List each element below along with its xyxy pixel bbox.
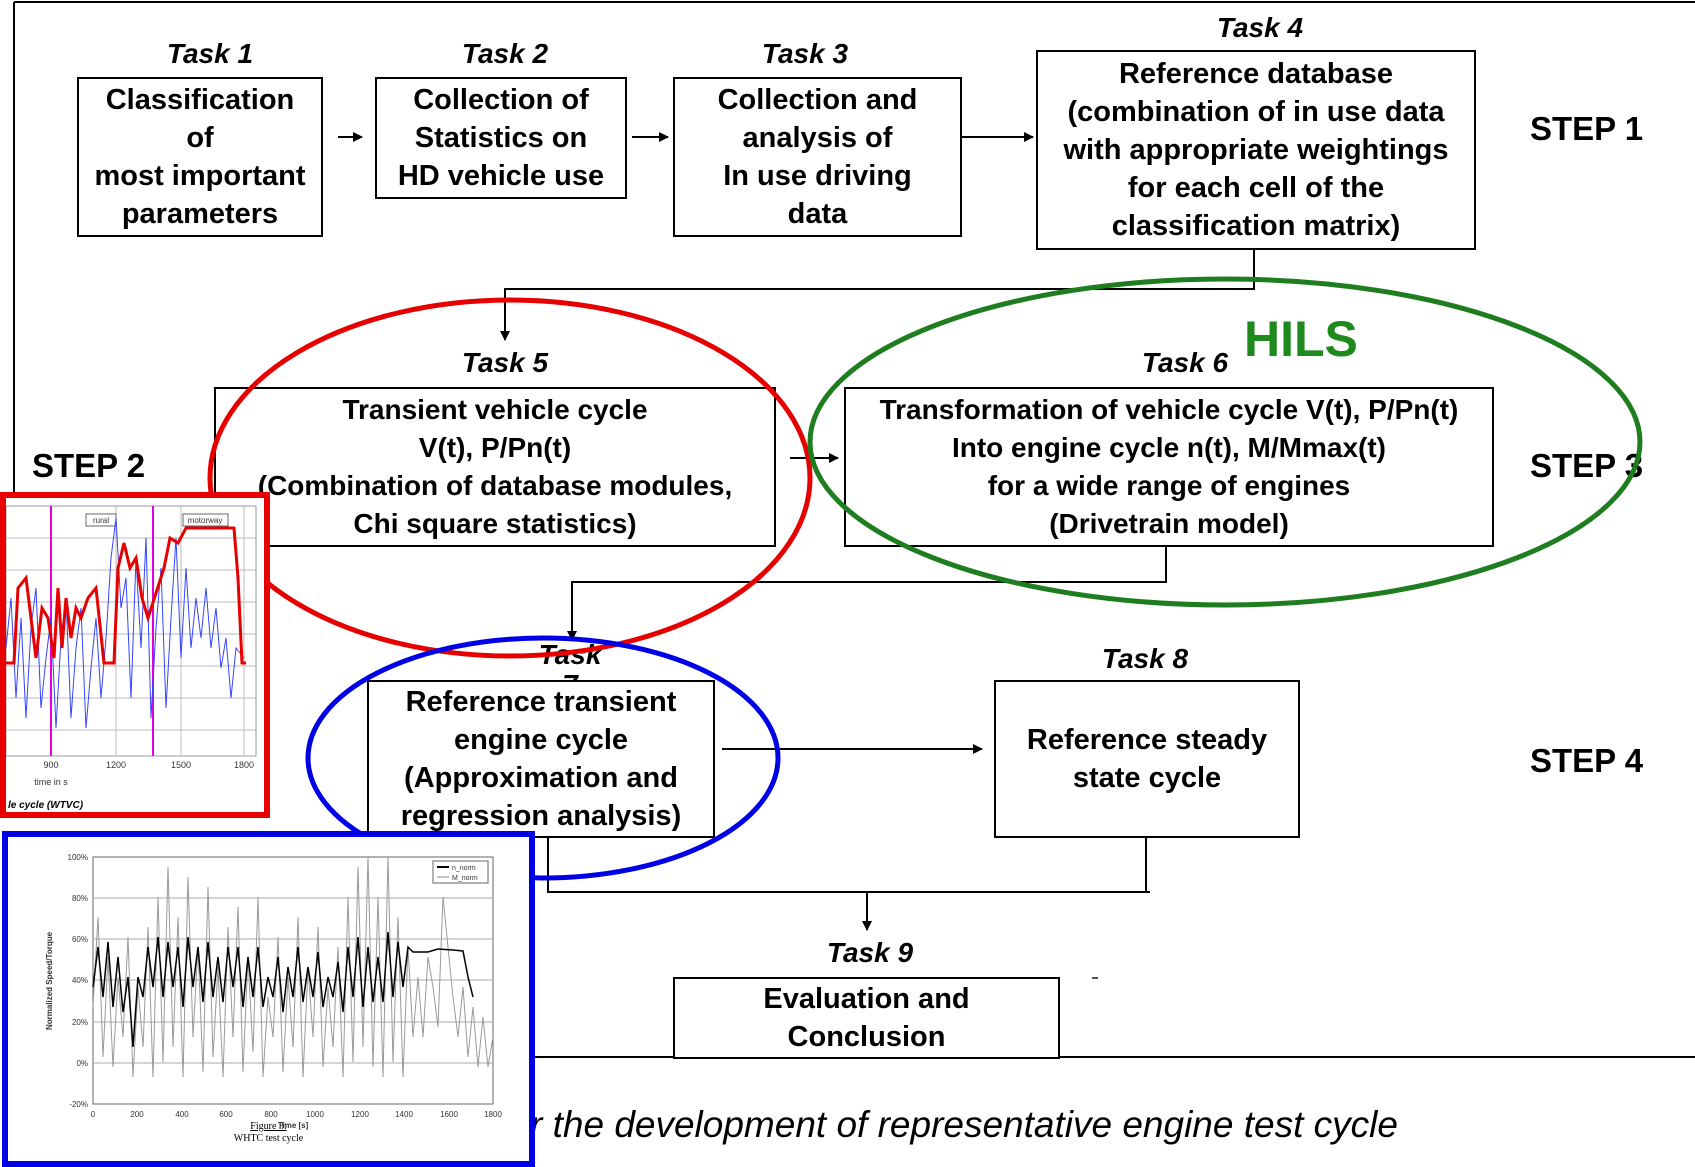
whtc-x-tick: 1200: [351, 1110, 369, 1119]
task2-label: Task 2: [461, 38, 549, 69]
whtc-y-label: Normalized Speed/Torque: [45, 931, 54, 1030]
whtc-y-tick: 60%: [72, 935, 88, 944]
step2-label: STEP 2: [32, 447, 146, 484]
whtc-x-tick: 0: [91, 1110, 96, 1119]
wtvc-chart: rural motorway 900 1200 1500 1800 time i…: [6, 505, 257, 811]
figure-caption: r the development of representative engi…: [530, 1104, 1398, 1145]
arrow-t4-t5: [500, 250, 1255, 341]
whtc-legend-n-norm: n_norm: [452, 865, 476, 872]
whtc-x-tick: 400: [175, 1110, 189, 1119]
whtc-y-tick: 40%: [72, 976, 88, 985]
task3-label: Task 3: [761, 38, 849, 69]
whtc-figure-label: Figure 3:: [250, 1121, 287, 1132]
wtvc-blue-trace: [6, 517, 245, 729]
whtc-chart: 100% 80% 60% 40% 20% 0% -20% 0 200 400 6…: [45, 853, 502, 1130]
task8-box: Reference steady state cycle: [994, 680, 1300, 838]
whtc-legend-m-norm: M_norm: [452, 875, 478, 882]
task9-label: Task 9: [826, 937, 914, 968]
whtc-x-tick: 1400: [395, 1110, 413, 1119]
wtvc-red-trace: [6, 526, 246, 665]
whtc-y-tick: 80%: [72, 894, 88, 903]
whtc-y-tick: 20%: [72, 1018, 88, 1027]
whtc-x-tick: 1000: [306, 1110, 324, 1119]
task6-box: Transformation of vehicle cycle V(t), P/…: [844, 387, 1494, 547]
wtvc-x-tick: 1200: [106, 760, 126, 770]
task7-box: Reference transient engine cycle (Approx…: [367, 680, 715, 838]
whtc-x-label: Time [s]: [278, 1121, 309, 1130]
task6-label: Task 6: [1141, 347, 1229, 378]
whtc-x-tick: 200: [130, 1110, 144, 1119]
hils-label: HILS: [1244, 311, 1358, 367]
wtvc-x-tick: 1500: [171, 760, 191, 770]
wtvc-chart-inset: rural motorway 900 1200 1500 1800 time i…: [0, 492, 270, 818]
whtc-x-tick: 1600: [440, 1110, 458, 1119]
task2-box: Collection of Statistics on HD vehicle u…: [375, 77, 627, 199]
task3-box: Collection and analysis of In use drivin…: [673, 77, 962, 237]
whtc-y-tick: 100%: [68, 853, 88, 862]
wtvc-x-tick: 1800: [234, 760, 254, 770]
task8-label: Task 8: [1101, 643, 1189, 674]
task4-box: Reference database (combination of in us…: [1036, 50, 1476, 250]
whtc-figure-caption: WHTC test cycle: [233, 1133, 304, 1144]
wtvc-x-tick: 900: [43, 760, 58, 770]
whtc-x-tick: 1800: [484, 1110, 502, 1119]
arrow-t6-t7: [567, 540, 1167, 641]
step1-label: STEP 1: [1530, 110, 1644, 147]
whtc-chart-inset: 100% 80% 60% 40% 20% 0% -20% 0 200 400 6…: [2, 831, 535, 1167]
step3-label: STEP 3: [1530, 447, 1644, 484]
whtc-y-tick: 0%: [76, 1059, 88, 1068]
wtvc-legend-motorway: motorway: [188, 516, 223, 525]
wtvc-caption: le cycle (WTVC): [8, 800, 84, 811]
line-t7-t9: [547, 838, 1150, 893]
task1-label: Task 1: [166, 38, 254, 69]
wtvc-x-label: time in s: [34, 777, 68, 787]
step4-label: STEP 4: [1530, 742, 1644, 779]
task5-label: Task 5: [461, 347, 549, 378]
task5-box: Transient vehicle cycle V(t), P/Pn(t) (C…: [214, 387, 776, 547]
whtc-speed-trace: [92, 931, 474, 1048]
task9-box: Evaluation and Conclusion: [673, 977, 1060, 1059]
whtc-x-tick: 800: [264, 1110, 278, 1119]
task1-box: Classification of most important paramet…: [77, 77, 323, 237]
whtc-x-tick: 600: [219, 1110, 233, 1119]
task4-label: Task 4: [1216, 12, 1304, 43]
whtc-y-tick: -20%: [69, 1100, 88, 1109]
wtvc-legend-rural: rural: [93, 516, 109, 525]
